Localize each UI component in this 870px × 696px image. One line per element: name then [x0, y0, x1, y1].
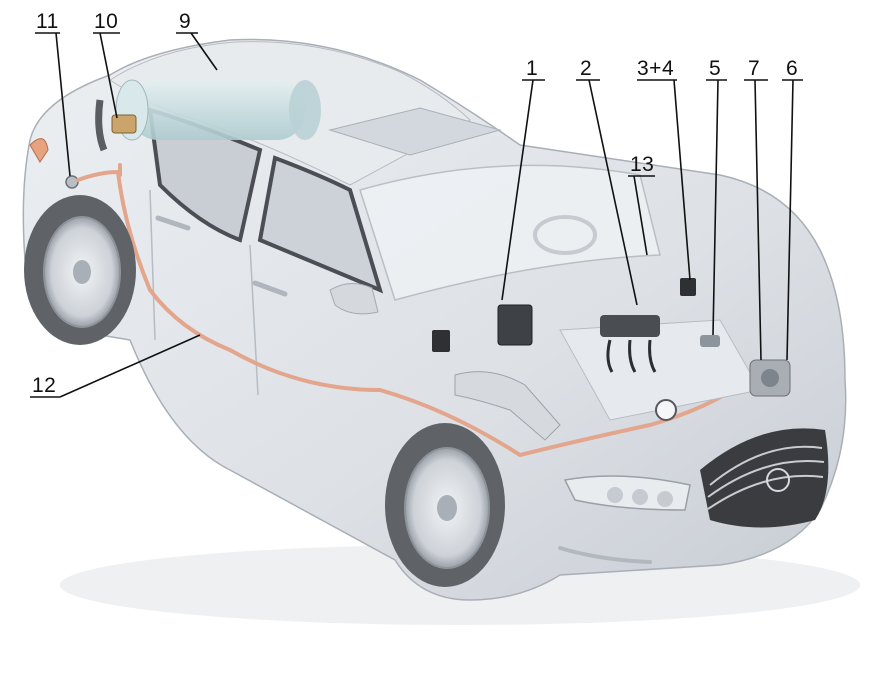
windshield: [359, 164, 661, 301]
fuel-line: [76, 163, 762, 458]
callout-9: 9: [179, 10, 192, 33]
callout-7: 7: [748, 57, 761, 80]
door-handle-rear: [155, 215, 191, 231]
leader-1: [501, 79, 545, 301]
leader-5: [706, 79, 727, 336]
callout-1: 1: [526, 57, 539, 80]
headlight-lens: [657, 491, 673, 507]
leader-12: [30, 334, 201, 398]
headlight-lens: [607, 487, 623, 503]
callout-3-4: 3+4: [637, 57, 675, 80]
sunroof: [328, 107, 502, 156]
front-window: [257, 155, 384, 294]
door-lines: [149, 189, 259, 396]
door-handle-front: [252, 280, 288, 297]
leader-3-4: [637, 79, 691, 281]
leader-11: [35, 32, 71, 177]
callout-5: 5: [709, 57, 722, 80]
multivalve: [95, 99, 137, 152]
callout-6: 6: [786, 57, 799, 80]
tail-light: [29, 138, 49, 163]
leader-7: [744, 79, 768, 361]
rear-wheel: [24, 195, 136, 345]
front-grille: [700, 428, 829, 528]
switch-unit: [432, 330, 450, 352]
headlight-lens: [632, 489, 648, 505]
lpg-tank: [115, 79, 321, 141]
air-intake: [454, 371, 561, 441]
leader-lines: [30, 32, 803, 398]
filler-valve: [65, 175, 79, 189]
leader-13: [628, 175, 655, 256]
sensor-unit: [680, 278, 696, 296]
leader-2: [576, 79, 638, 306]
callout-2: 2: [580, 57, 593, 80]
leader-10: [93, 32, 120, 119]
leader-6: [782, 79, 803, 361]
callout-11: 11: [36, 10, 59, 33]
callout-12: 12: [32, 374, 57, 397]
gas-filter: [700, 335, 720, 347]
ecu-unit: [497, 304, 533, 346]
front-wheel: [385, 423, 505, 587]
callout-10: 10: [94, 10, 119, 33]
fog-light: [558, 546, 652, 564]
leader-9: [176, 32, 218, 71]
reducer: [749, 359, 791, 397]
pressure-gauge: [655, 399, 677, 421]
side-mirror: [329, 283, 379, 315]
steering-wheel: [533, 215, 597, 255]
callout-13: 13: [630, 153, 655, 176]
